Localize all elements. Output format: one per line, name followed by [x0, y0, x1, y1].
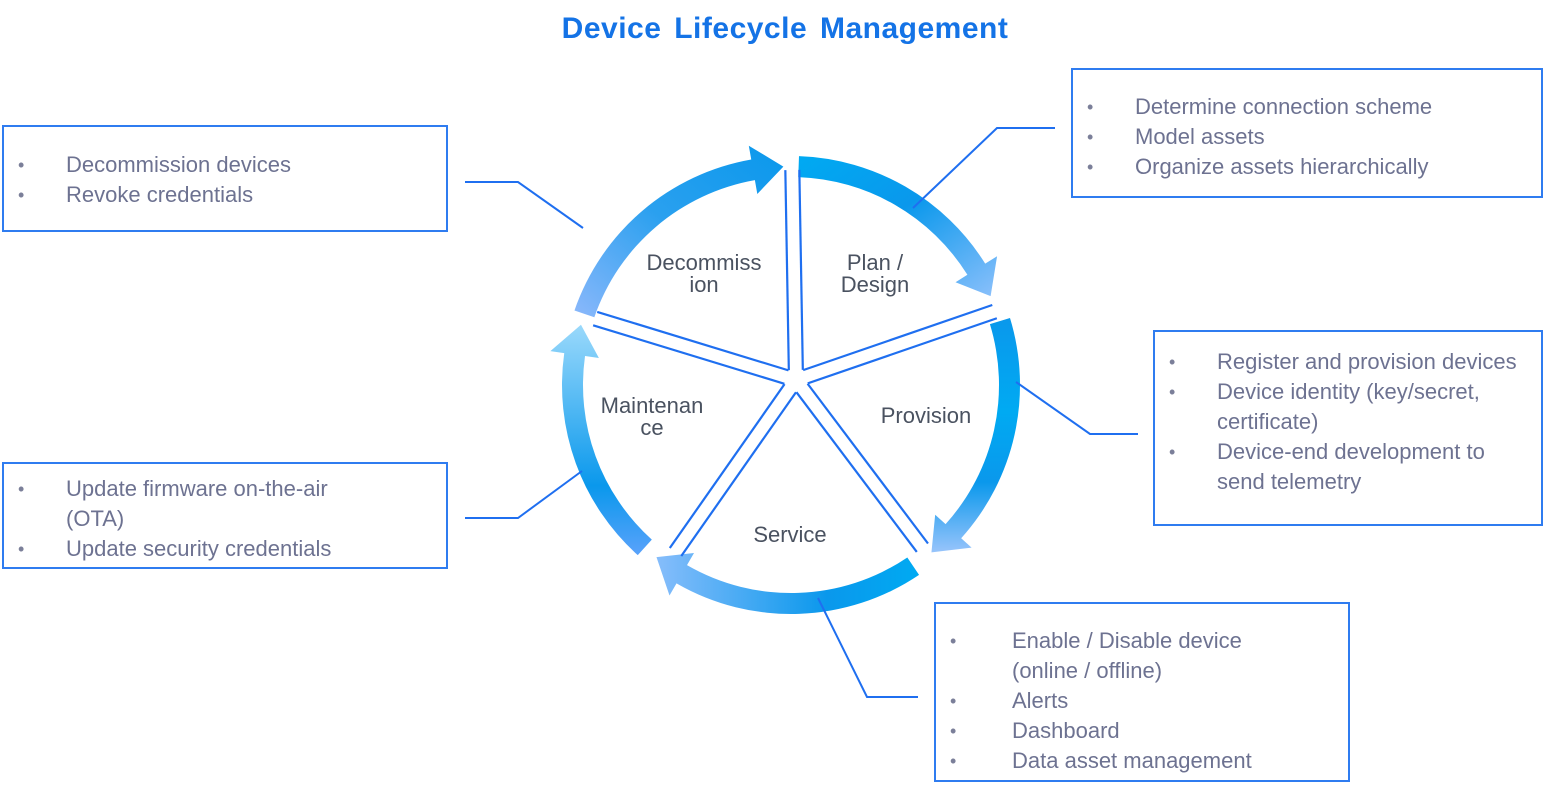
bullet-icon: • — [18, 155, 25, 175]
provision-task-list: • Register and provision devices • Device i… — [1155, 347, 1541, 497]
bullet-icon: • — [18, 185, 25, 205]
plan-task-item: • Determine connection scheme — [1073, 92, 1541, 122]
bullet-icon: • — [1087, 157, 1094, 177]
service-task-text: Alerts — [1012, 688, 1069, 713]
service-info-box: • Enable / Disable device (online / offli… — [934, 602, 1350, 782]
decommission-info-box: • Decommission devices • Revoke credentials — [2, 125, 448, 232]
plan-connector-line — [912, 127, 1055, 209]
divider-line-1 — [807, 317, 998, 385]
service-arrow — [656, 553, 920, 615]
service-stage-label: Service — [753, 522, 826, 547]
bullet-icon: • — [1169, 442, 1176, 462]
decommission-stage-label-line: Decommiss — [647, 250, 762, 275]
bullet-icon: • — [950, 691, 957, 711]
divider-line-0 — [798, 169, 804, 370]
plan-task-item: • Model assets — [1073, 122, 1541, 152]
maintenance-stage-label-line: Maintenan — [601, 393, 704, 418]
plan-arrow — [798, 156, 998, 297]
provision-task-text: Device identity (key/secret, certificate… — [1217, 379, 1480, 434]
maintenance-stage-label-line: ce — [640, 415, 663, 440]
decommission-arrow — [574, 145, 784, 318]
service-task-list: • Enable / Disable device (online / offli… — [936, 626, 1348, 776]
provision-task-item: • Device identity (key/secret, certificat… — [1155, 377, 1541, 437]
maintenance-task-text: Update firmware on-the-air (OTA) — [66, 476, 328, 531]
divider-line-4 — [596, 310, 789, 372]
bullet-icon: • — [950, 631, 957, 651]
plan-stage-label: Plan /Design — [841, 250, 909, 297]
plan-info-box: • Determine connection scheme • Model asset… — [1071, 68, 1543, 198]
bullet-icon: • — [1087, 127, 1094, 147]
service-task-item: • Dashboard — [936, 716, 1348, 746]
decommission-task-list: • Decommission devices • Revoke credentials — [4, 150, 446, 210]
maintenance-connector-line — [465, 470, 583, 519]
bullet-icon: • — [1169, 382, 1176, 402]
provision-info-box: • Register and provision devices • Device i… — [1153, 330, 1543, 526]
bullet-icon: • — [18, 539, 25, 559]
divider-line-1 — [802, 303, 993, 372]
maintenance-info-box: • Update firmware on-the-air (OTA) • Update… — [2, 462, 448, 569]
provision-task-item: • Register and provision devices — [1155, 347, 1541, 377]
provision-stage-label: Provision — [881, 403, 971, 428]
decommission-task-text: Decommission devices — [66, 152, 291, 177]
decommission-stage-label-line: ion — [689, 272, 718, 297]
divider-line-3 — [668, 383, 786, 549]
service-task-text: Dashboard — [1012, 718, 1120, 743]
divider-line-2 — [795, 391, 918, 553]
provision-task-text: Device-end development to send telemetry — [1217, 439, 1485, 494]
bullet-icon: • — [1169, 352, 1176, 372]
service-connector-line — [817, 597, 918, 698]
bullet-icon: • — [950, 751, 957, 771]
decommission-task-item: • Revoke credentials — [4, 180, 446, 210]
service-task-text: Data asset management — [1012, 748, 1252, 773]
diagram-title: Device Lifecycle Management — [561, 12, 1009, 45]
provision-stage-label-line: Provision — [881, 403, 971, 428]
maintenance-task-item: • Update firmware on-the-air (OTA) — [4, 474, 446, 534]
service-stage-label-line: Service — [753, 522, 826, 547]
maintenance-task-list: • Update firmware on-the-air (OTA) • Update… — [4, 474, 446, 564]
divider-line-4 — [592, 324, 785, 385]
plan-stage-label-line: Plan / — [847, 250, 904, 275]
provision-connector-line — [1015, 381, 1138, 435]
decommission-task-text: Revoke credentials — [66, 182, 254, 207]
plan-task-item: • Organize assets hierarchically — [1073, 152, 1541, 182]
provision-task-text: Register and provision devices — [1217, 349, 1517, 374]
divider-line-3 — [680, 391, 797, 557]
bullet-icon: • — [950, 721, 957, 741]
plan-stage-label-line: Design — [841, 272, 909, 297]
maintenance-task-item: • Update security credentials — [4, 534, 446, 564]
service-task-item: • Data asset management — [936, 746, 1348, 776]
plan-task-list: • Determine connection scheme • Model asset… — [1073, 92, 1541, 182]
service-task-text: Enable / Disable device (online / offlin… — [1012, 628, 1242, 683]
bullet-icon: • — [18, 479, 25, 499]
provision-arrow — [931, 318, 1020, 553]
star-center — [792, 376, 800, 384]
provision-task-item: • Device-end development to send telemetr… — [1155, 437, 1541, 497]
plan-task-text: Determine connection scheme — [1135, 94, 1433, 119]
plan-task-text: Model assets — [1135, 124, 1265, 149]
divider-line-0 — [784, 170, 790, 371]
maintenance-arrow — [550, 324, 652, 556]
bullet-icon: • — [1087, 97, 1094, 117]
service-task-item: • Enable / Disable device (online / offli… — [936, 626, 1348, 686]
plan-task-text: Organize assets hierarchically — [1135, 154, 1429, 179]
service-task-item: • Alerts — [936, 686, 1348, 716]
divider-line-2 — [806, 383, 929, 545]
maintenance-task-text: Update security credentials — [66, 536, 332, 561]
decommission-connector-line — [465, 181, 584, 229]
decommission-task-item: • Decommission devices — [4, 150, 446, 180]
